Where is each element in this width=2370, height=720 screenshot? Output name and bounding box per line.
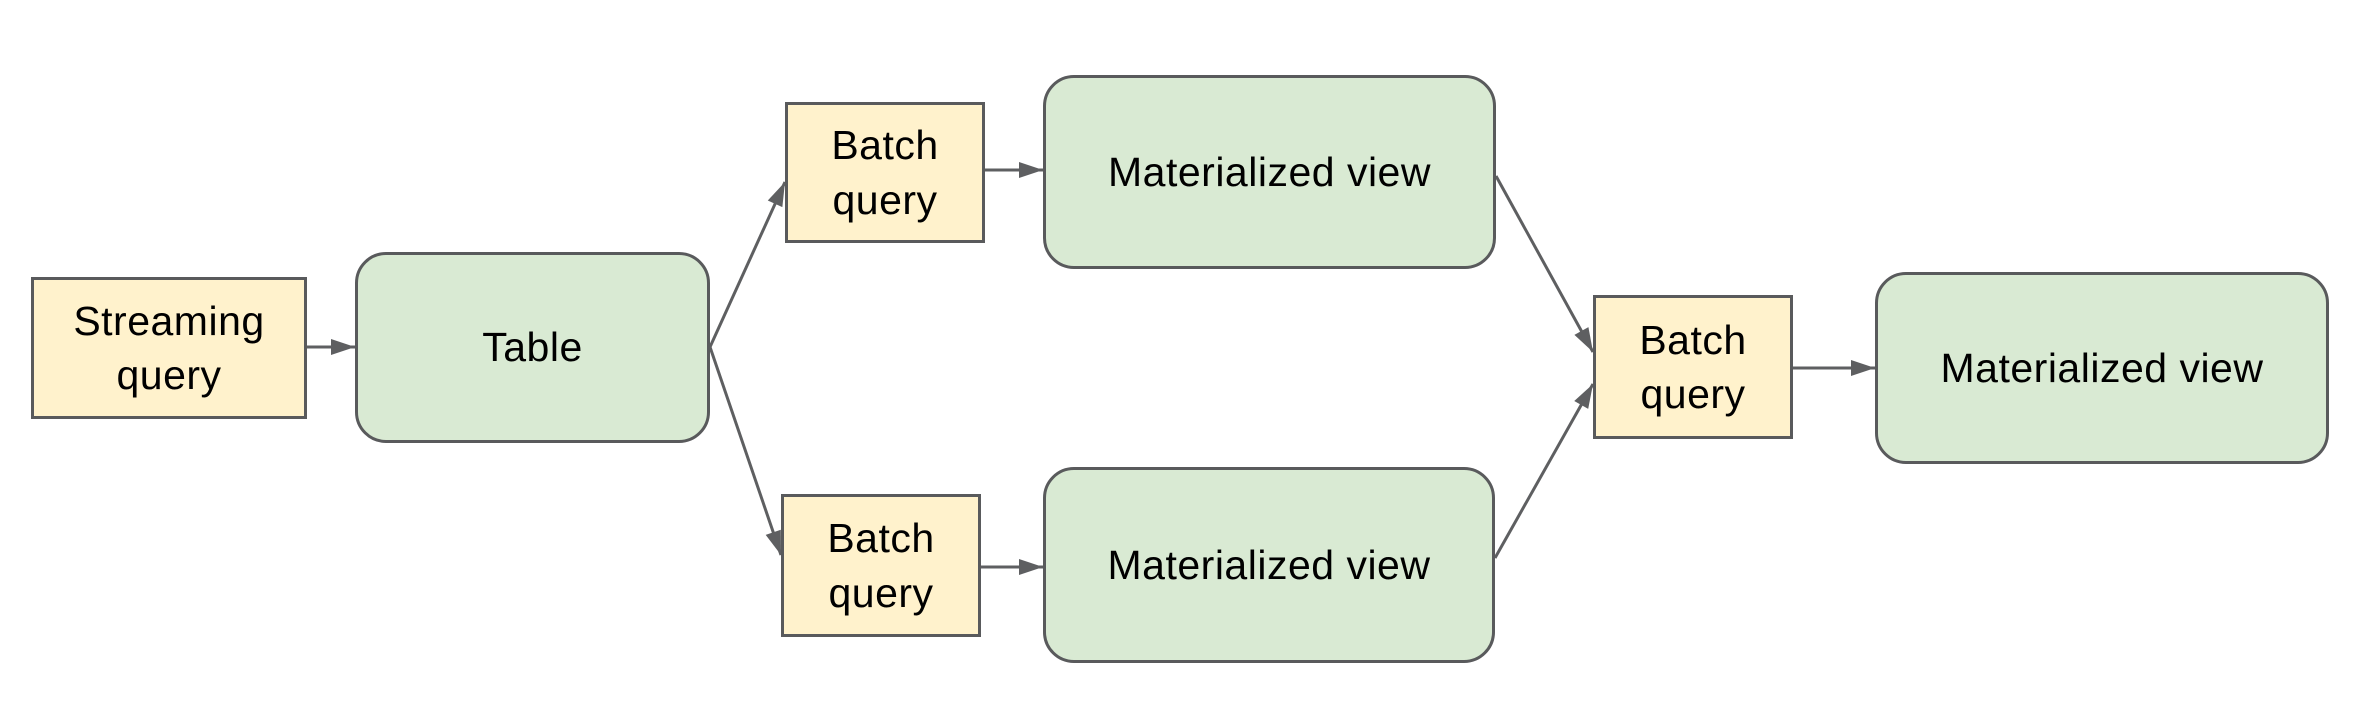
materialized-view-bottom-label: Materialized view (1107, 541, 1431, 588)
connector-group (307, 162, 1875, 575)
batch-query-right-label: Batch query (1639, 316, 1747, 417)
materialized-view-bottom-node: Materialized view (1043, 467, 1495, 663)
streaming-query-node: Streaming query (31, 277, 307, 419)
batch-query-bottom-node: Batch query (781, 494, 981, 637)
table-label: Table (482, 324, 583, 371)
batch-query-right-node: Batch query (1593, 295, 1793, 439)
materialized-view-top-label: Materialized view (1108, 148, 1431, 195)
connector-materialized-view-bottom-to-batch-query-right (1493, 383, 1595, 559)
materialized-view-right-node: Materialized view (1875, 272, 2329, 464)
materialized-view-right-label: Materialized view (1940, 344, 2264, 391)
table-node: Table (355, 252, 710, 443)
connector-materialized-view-top-to-batch-query-right (1494, 175, 1595, 353)
batch-query-top-label: Batch query (831, 122, 939, 223)
connector-table-to-batch-query-bottom (708, 346, 783, 556)
materialized-view-top-node: Materialized view (1043, 75, 1496, 269)
batch-query-top-node: Batch query (785, 102, 985, 243)
streaming-query-label: Streaming query (73, 297, 265, 398)
connector-table-to-batch-query-top (708, 181, 787, 348)
batch-query-bottom-label: Batch query (827, 515, 935, 616)
